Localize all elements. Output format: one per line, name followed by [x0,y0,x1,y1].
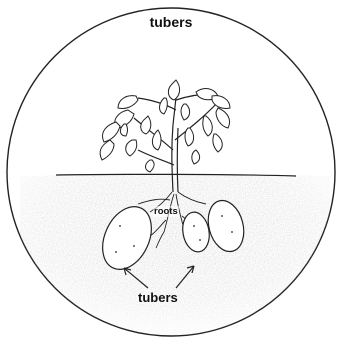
roots-label: roots [153,206,179,217]
soil-region [20,175,330,336]
diagram-title: tubers [0,14,342,30]
tubers-label: tubers [138,290,178,305]
